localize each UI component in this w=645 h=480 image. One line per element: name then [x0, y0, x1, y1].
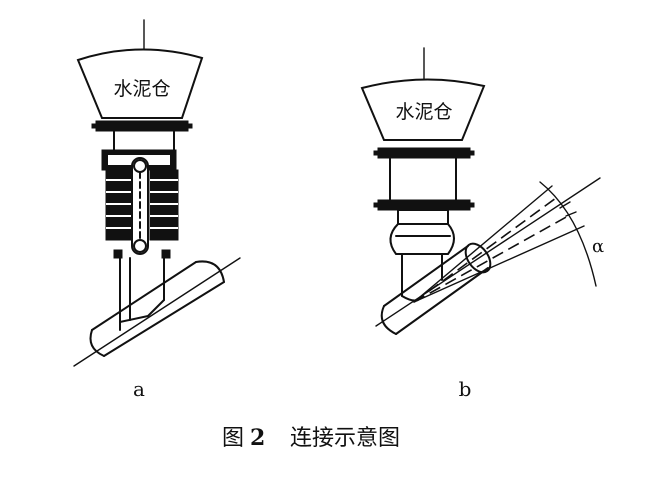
silo-label-b: 水泥仓	[395, 101, 452, 123]
panel-a-label: a	[133, 377, 145, 401]
silo-hopper-a	[76, 48, 204, 119]
caption-prefix: 图	[222, 426, 244, 451]
caption-number: 2	[250, 425, 265, 451]
panel-b-drawing: 水泥仓	[360, 47, 601, 335]
panel-a-drawing: 水泥仓	[73, 19, 241, 367]
caption-text: 连接示意图	[290, 426, 400, 451]
angle-alpha-label: α	[592, 236, 604, 257]
silo-label-a: 水泥仓	[113, 78, 170, 100]
silo-hopper-b	[360, 78, 486, 141]
figure-caption: 图 2 连接示意图	[222, 425, 400, 451]
panel-b-label: b	[459, 377, 472, 401]
